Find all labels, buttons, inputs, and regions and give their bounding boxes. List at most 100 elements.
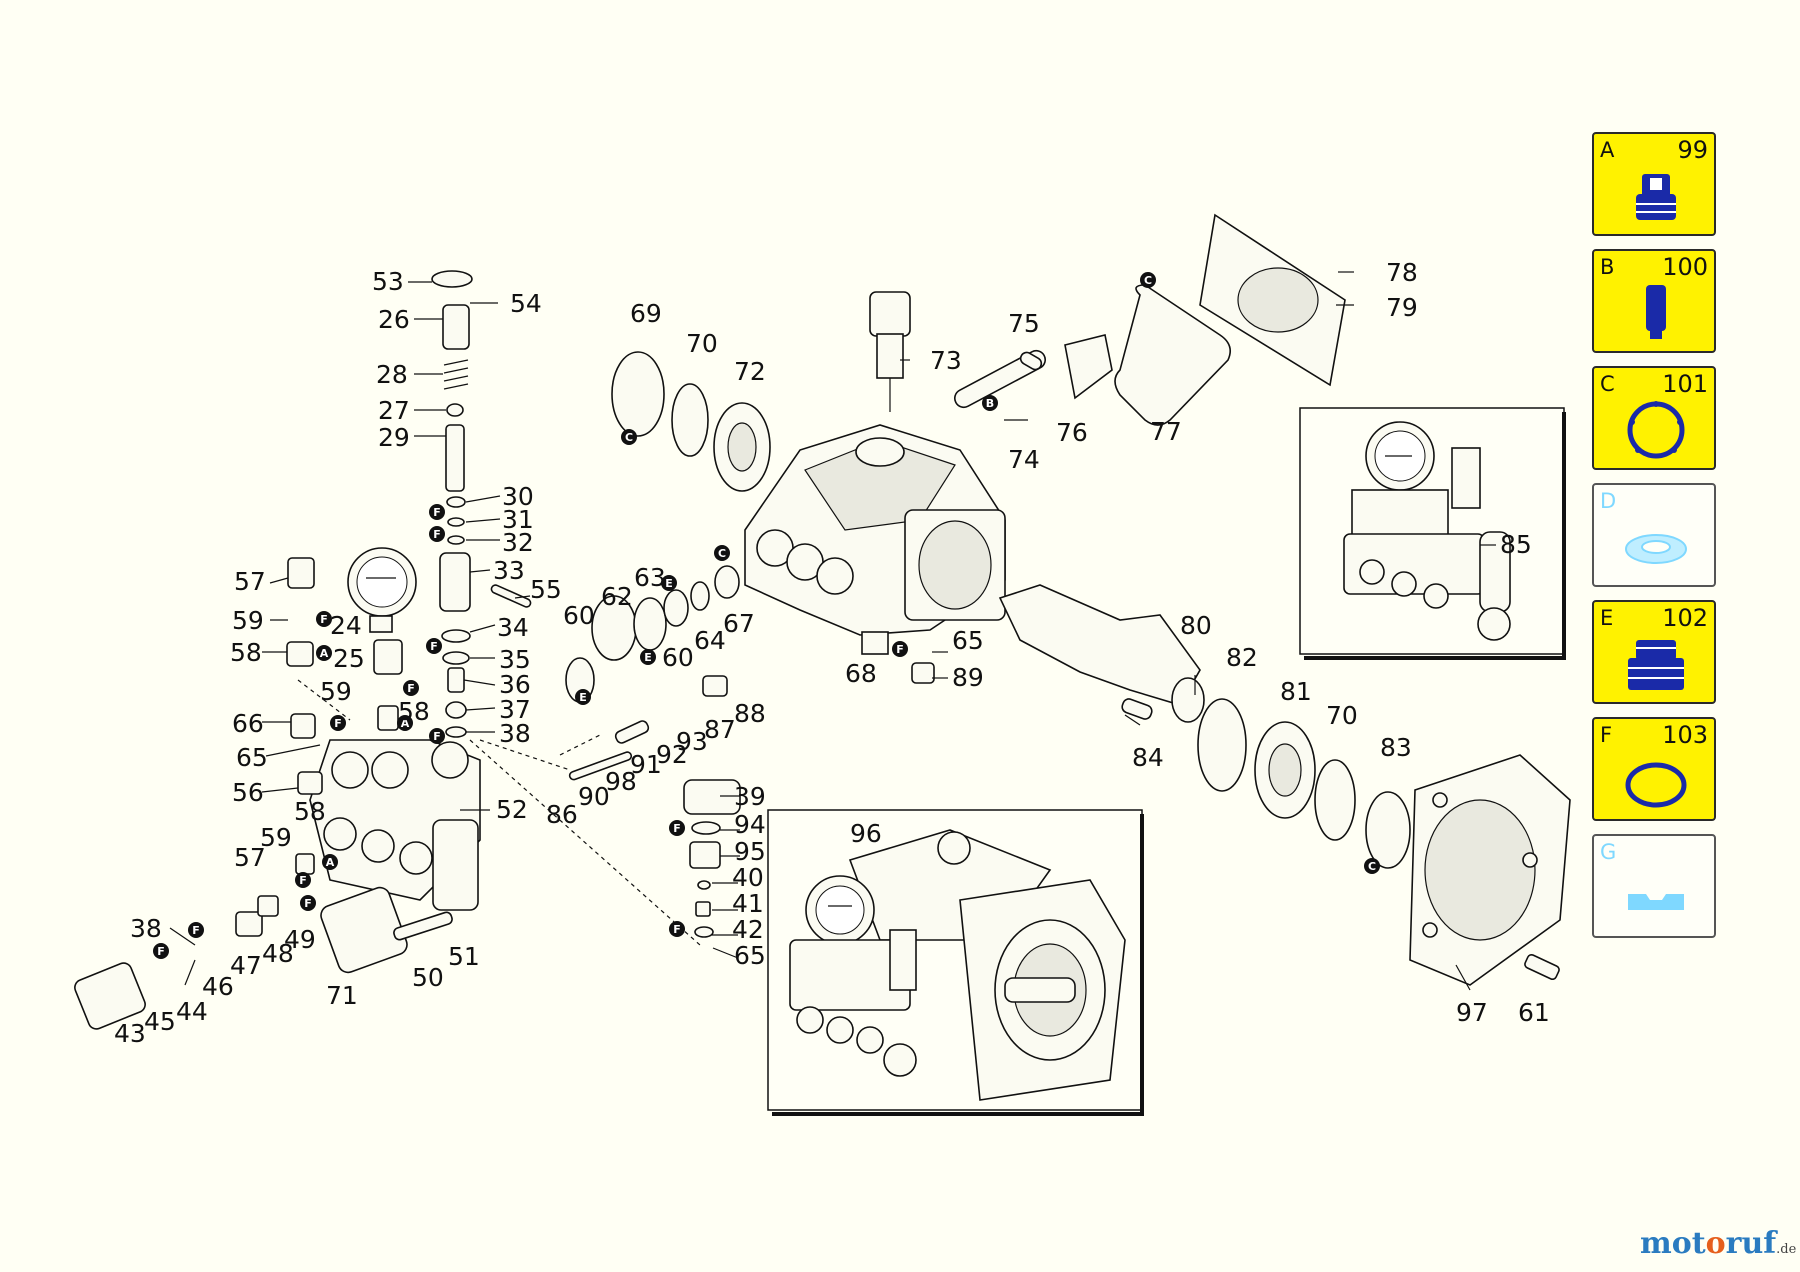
label-59-b: 59 [320, 677, 352, 706]
leader-lines [169, 271, 1496, 991]
badge-e3: E [575, 689, 591, 705]
badge-c1: C [1140, 272, 1156, 288]
legend-letter: E [1600, 606, 1614, 630]
label-44: 44 [176, 997, 208, 1026]
label-47: 47 [230, 951, 262, 980]
label-54: 54 [510, 289, 542, 318]
badge-f5: F [316, 611, 332, 627]
badge-f10: F [188, 922, 204, 938]
label-59-a: 59 [232, 606, 264, 635]
badge-f3: F [426, 638, 442, 654]
part-labels: 53 54 26 28 27 29 30 31 32 33 55 34 35 3… [114, 258, 1550, 1048]
label-91: 91 [630, 750, 662, 779]
legend-letter: F [1600, 723, 1613, 747]
svg-text:F: F [320, 613, 328, 626]
label-73: 73 [930, 346, 962, 375]
label-66: 66 [232, 709, 264, 738]
label-62: 62 [601, 582, 633, 611]
label-52: 52 [496, 795, 528, 824]
badge-f9: F [300, 895, 316, 911]
svg-text:F: F [433, 506, 441, 519]
svg-text:A: A [320, 647, 329, 660]
label-38-b: 38 [130, 914, 162, 943]
badge-f14: F [669, 921, 685, 937]
label-86: 86 [546, 800, 578, 829]
label-58-a: 58 [230, 638, 262, 667]
label-28: 28 [376, 360, 408, 389]
label-50: 50 [412, 963, 444, 992]
svg-text:F: F [299, 874, 307, 887]
label-64: 64 [694, 626, 726, 655]
label-30: 30 [502, 482, 534, 511]
svg-text:F: F [430, 640, 438, 653]
label-75: 75 [1008, 309, 1040, 338]
crankshaft [998, 584, 1205, 723]
label-70-a: 70 [686, 329, 718, 358]
rear-plate-and-gasket [1114, 213, 1346, 426]
label-74: 74 [1008, 445, 1040, 474]
label-26: 26 [378, 305, 410, 334]
crankcase [744, 424, 1006, 655]
label-51: 51 [448, 942, 480, 971]
label-57-b: 57 [234, 843, 266, 872]
svg-text:E: E [644, 651, 652, 664]
svg-text:F: F [192, 924, 200, 937]
legend-letter: G [1600, 840, 1617, 864]
svg-text:A: A [326, 856, 335, 869]
label-97: 97 [1456, 998, 1488, 1027]
label-29: 29 [378, 423, 410, 452]
svg-text:C: C [625, 431, 633, 444]
badge-a2: A [397, 715, 413, 731]
label-93: 93 [676, 727, 708, 756]
o-ring-icon [1624, 749, 1688, 813]
legend-kit-number: 102 [1662, 604, 1708, 632]
label-65-b: 65 [952, 626, 984, 655]
label-32: 32 [502, 528, 534, 557]
label-82: 82 [1226, 643, 1258, 672]
label-60-a: 60 [563, 601, 595, 630]
label-53: 53 [372, 267, 404, 296]
label-80: 80 [1180, 611, 1212, 640]
label-59-c: 59 [260, 823, 292, 852]
legend-kit-a: A 99 [1592, 132, 1716, 236]
label-67: 67 [723, 609, 755, 638]
badge-f2: F [429, 526, 445, 542]
rear-cover [1409, 754, 1571, 986]
svg-text:F: F [334, 717, 342, 730]
badge-b1: B [982, 395, 998, 411]
label-76: 76 [1056, 418, 1088, 447]
packing-stack-icon [1624, 632, 1688, 696]
legend-kit-number: 99 [1677, 136, 1708, 164]
gasket-ring-icon [1624, 398, 1688, 462]
label-63: 63 [634, 563, 666, 592]
label-70-b: 70 [1326, 701, 1358, 730]
legend-letter: C [1600, 372, 1615, 396]
label-39: 39 [734, 782, 766, 811]
svg-text:F: F [433, 528, 441, 541]
label-27: 27 [378, 396, 410, 425]
key-icon [1624, 866, 1688, 930]
svg-text:F: F [673, 822, 681, 835]
badge-e1: E [661, 575, 677, 591]
label-38-a: 38 [499, 719, 531, 748]
legend-letter: D [1600, 489, 1617, 513]
label-49: 49 [284, 925, 316, 954]
label-85: 85 [1500, 530, 1532, 559]
svg-text:F: F [673, 923, 681, 936]
svg-text:F: F [157, 945, 165, 958]
label-36: 36 [499, 670, 531, 699]
label-89: 89 [952, 663, 984, 692]
legend-letter: A [1600, 138, 1615, 162]
label-65-a: 65 [236, 743, 268, 772]
legend-kit-number: 103 [1662, 721, 1708, 749]
label-71: 71 [326, 981, 358, 1010]
label-65-c: 65 [734, 941, 766, 970]
label-58-b: 58 [398, 697, 430, 726]
label-83: 83 [1380, 733, 1412, 762]
svg-text:E: E [665, 577, 673, 590]
label-55: 55 [530, 575, 562, 604]
label-81: 81 [1280, 677, 1312, 706]
